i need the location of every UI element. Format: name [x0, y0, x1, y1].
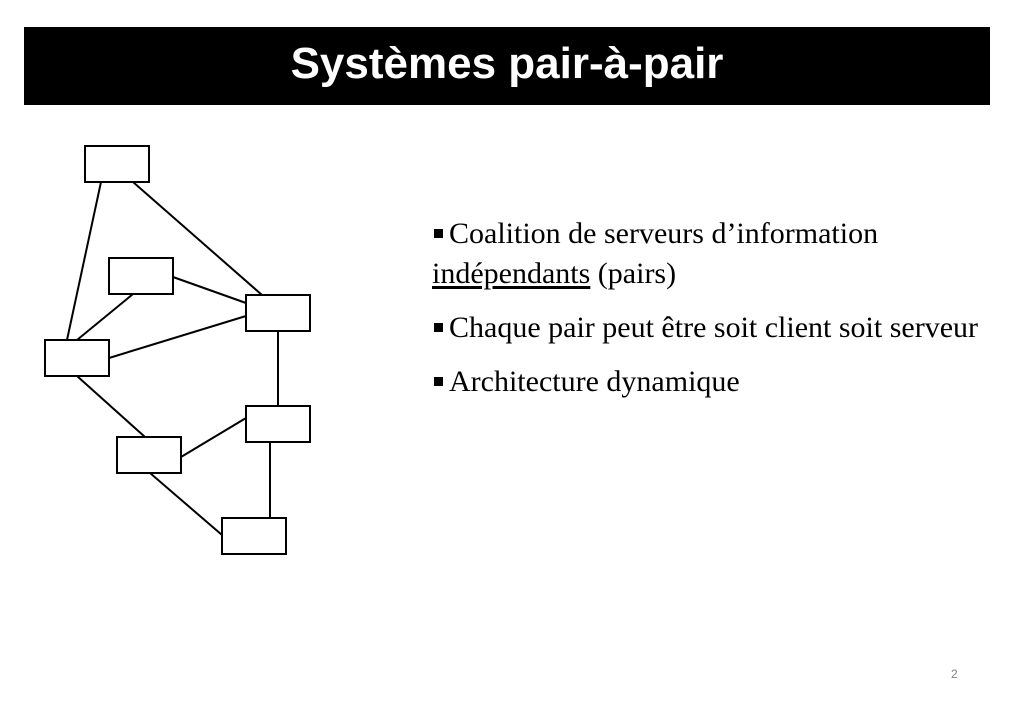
bullet-item: Chaque pair peut être soit client soit s… [432, 308, 1002, 348]
connection-line [108, 315, 247, 359]
connection-line [66, 181, 102, 341]
square-bullet-icon [434, 228, 443, 238]
bullet-item: Coalition de serveurs d’information indé… [432, 214, 1002, 294]
peer-node [84, 145, 150, 183]
bullet-list: Coalition de serveurs d’information indé… [432, 214, 1002, 416]
square-bullet-icon [434, 322, 443, 332]
connection-line [149, 472, 223, 536]
connection-line [180, 417, 247, 458]
bullet-underlined-text: indépendants [432, 257, 591, 290]
bullet-item: Architecture dynamique [432, 362, 1002, 402]
peer-node [108, 257, 174, 295]
title-bar: Systèmes pair-à-pair [24, 27, 990, 105]
connection-line [172, 276, 247, 304]
bullet-text: Coalition de serveurs d’information [449, 217, 879, 250]
slide-title: Systèmes pair-à-pair [290, 39, 724, 88]
connection-line [76, 375, 146, 438]
bullet-text: Chaque pair peut être soit client soit s… [449, 311, 978, 344]
peer-node [245, 405, 311, 443]
peer-node [221, 517, 287, 555]
connection-line [132, 181, 263, 296]
connection-line [76, 293, 134, 341]
page-number: 2 [951, 667, 958, 681]
bullet-tail-text: (pairs) [590, 257, 677, 290]
peer-node [44, 339, 110, 377]
peer-node [245, 294, 311, 332]
peer-node [116, 436, 182, 474]
bullet-text: Architecture dynamique [449, 365, 740, 398]
square-bullet-icon [434, 376, 443, 386]
